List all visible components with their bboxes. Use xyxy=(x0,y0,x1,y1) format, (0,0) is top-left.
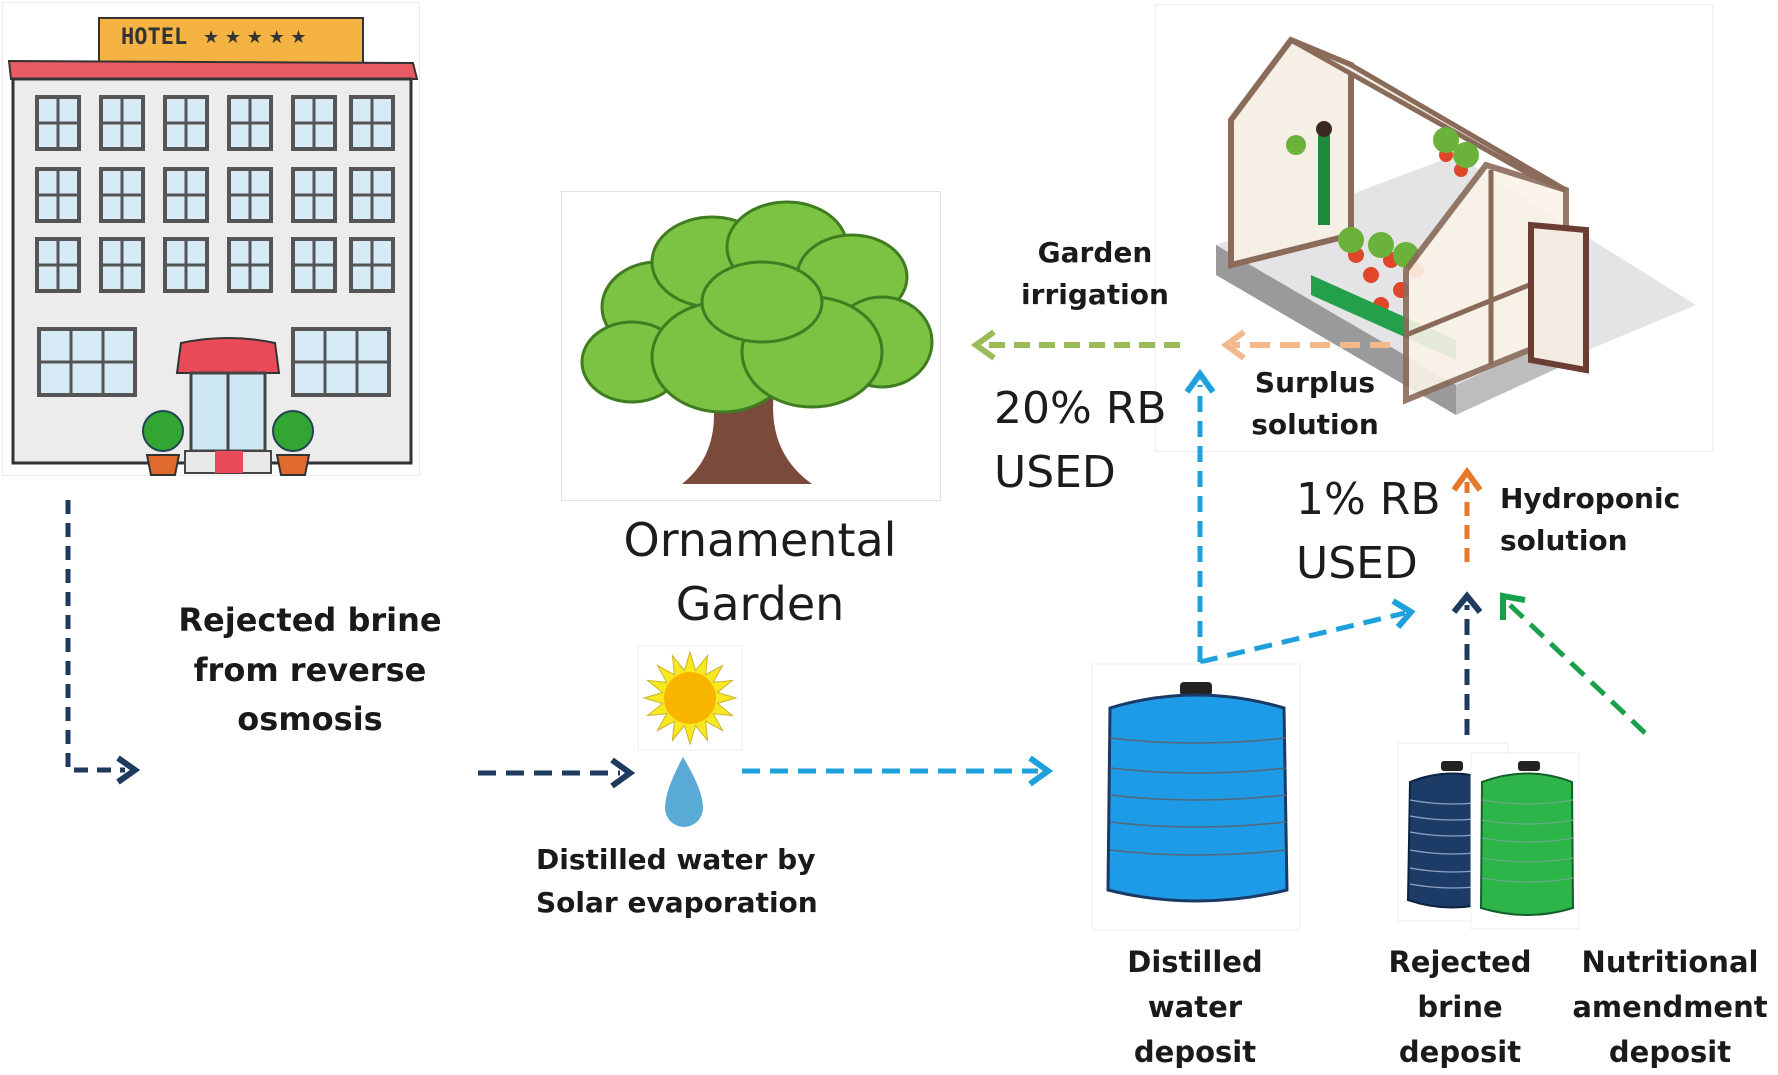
distilled-solar-line-1: Distilled water by xyxy=(536,843,816,876)
arrowhead-distilled-to-hydroponic xyxy=(1391,598,1416,629)
arrowhead-distilled-to-irrigation xyxy=(1184,368,1216,394)
brine-deposit-line-1: Rejected xyxy=(1388,945,1532,979)
arrow-distilled-to-hydroponic xyxy=(1199,610,1406,665)
distilled-deposit-line-2: water xyxy=(1147,989,1243,1024)
rejected-brine-deposit-label: Rejected brine deposit xyxy=(1380,940,1540,1075)
rb-used-hydroponic-label: 1% RB USED xyxy=(1296,468,1441,596)
rejected-brine-label: Rejected brine from reverse osmosis xyxy=(150,596,470,745)
tree-icon xyxy=(580,200,934,484)
hydroponic-solution-line-1: Hydroponic xyxy=(1500,482,1681,515)
hydroponic-solution-label: Hydroponic solution xyxy=(1500,478,1700,562)
distilled-water-tank-icon xyxy=(1091,663,1301,931)
distilled-deposit-line-3: deposit xyxy=(1133,1034,1257,1069)
nutritional-deposit-line-2: amendment xyxy=(1572,989,1768,1024)
nutritional-deposit-line-3: deposit xyxy=(1608,1034,1732,1069)
arrowhead-brine-to-solar xyxy=(610,757,636,789)
rb-used-garden-label: 20% RB USED xyxy=(994,377,1167,505)
tree-image-frame xyxy=(561,191,941,501)
rb-used-garden-line-2: USED xyxy=(994,446,1116,498)
distilled-solar-label: Distilled water by Solar evaporation xyxy=(536,838,836,925)
hotel-illustration xyxy=(7,17,419,476)
hydroponic-solution-line-2: solution xyxy=(1500,524,1628,557)
brine-deposit-line-3: deposit xyxy=(1398,1034,1522,1069)
greenhouse-image-frame xyxy=(1155,4,1713,452)
arrowhead-greenhouse-surplus xyxy=(1220,329,1246,361)
ornamental-garden-line-2: Garden xyxy=(675,577,845,632)
arrow-hotel-to-brine xyxy=(65,500,125,773)
arrowhead-hydroponic-to-greenhouse xyxy=(1451,466,1483,492)
arrowhead-solar-to-distilled-deposit xyxy=(1028,755,1054,787)
surplus-solution-line-1: Surplus xyxy=(1254,366,1376,399)
nutritional-deposit-line-1: Nutritional xyxy=(1581,945,1759,979)
hotel-sign-text: HOTEL xyxy=(121,25,188,50)
arrowhead-hotel-to-brine xyxy=(116,755,141,785)
nutritional-amendment-deposit-label: Nutritional amendment deposit xyxy=(1570,940,1770,1075)
rejected-brine-line-3: osmosis xyxy=(237,700,383,739)
rb-used-hydroponic-line-1: 1% RB xyxy=(1296,474,1441,525)
garden-irrigation-line-2: irrigation xyxy=(1021,278,1169,311)
distilled-solar-line-2: Solar evaporation xyxy=(536,886,818,920)
brine-deposit-line-2: brine xyxy=(1417,989,1503,1024)
arrow-nutritional-deposit-to-hydroponic xyxy=(1508,603,1647,735)
hotel-image-frame: HOTEL ★ ★ ★ ★ ★ xyxy=(2,2,420,476)
rb-used-hydroponic-line-2: USED xyxy=(1296,537,1418,589)
distilled-deposit-line-1: Distilled xyxy=(1127,945,1263,979)
arrowhead-nutritional-deposit-to-hydroponic xyxy=(1500,592,1526,620)
surplus-solution-line-2: solution xyxy=(1251,408,1379,441)
greenhouse-illustration xyxy=(1216,36,1696,415)
hotel-sign-stars: ★ ★ ★ ★ ★ xyxy=(203,27,307,48)
surplus-solution-label: Surplus solution xyxy=(1235,362,1395,446)
rejected-brine-line-2: from reverse xyxy=(193,650,427,689)
rejected-brine-line-1: Rejected brine xyxy=(178,601,442,639)
sun-icon xyxy=(637,645,743,751)
ornamental-garden-line-1: Ornamental xyxy=(623,513,897,567)
water-drop-icon xyxy=(665,757,703,827)
nutritional-amendment-tank-icon xyxy=(1470,752,1580,930)
garden-irrigation-label: Garden irrigation xyxy=(1000,232,1190,316)
distilled-water-deposit-label: Distilled water deposit xyxy=(1100,940,1290,1075)
ornamental-garden-label: Ornamental Garden xyxy=(540,508,980,637)
arrowhead-brine-deposit-to-hydroponic xyxy=(1451,591,1483,614)
garden-irrigation-line-1: Garden xyxy=(1037,236,1153,269)
rb-used-garden-line-1: 20% RB xyxy=(994,383,1167,434)
arrowhead-irrigation-to-garden xyxy=(970,329,996,361)
